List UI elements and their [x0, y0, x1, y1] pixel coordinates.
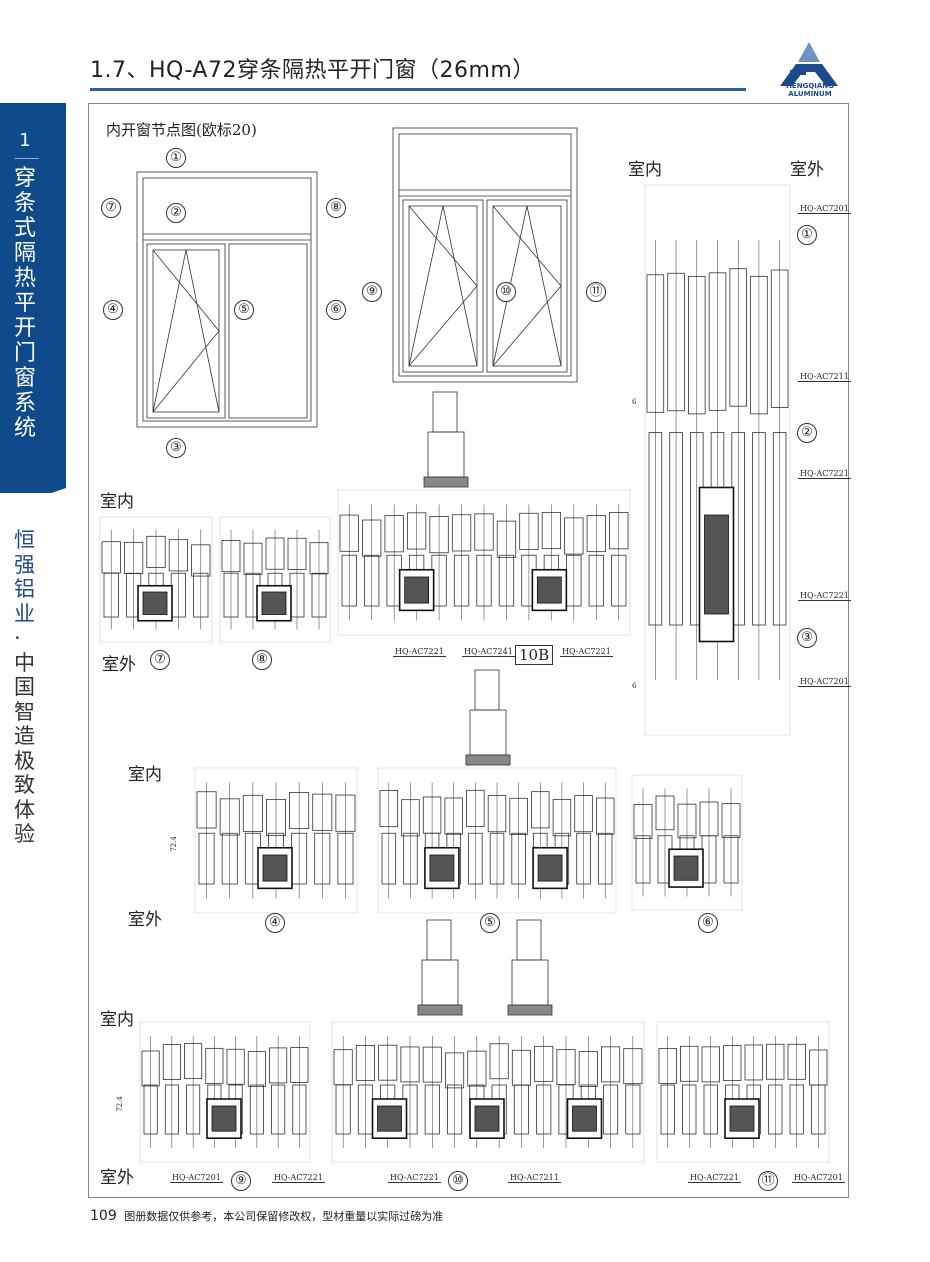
indoor-label: 室内 — [100, 492, 134, 512]
node-7-label: ⑦ — [150, 650, 170, 670]
window-elevation-2 — [392, 127, 578, 383]
node-3-label: ③ — [166, 438, 186, 458]
profile-code: HQ-AC7221 — [393, 647, 446, 657]
chapter-title: 穿条式隔热平开门窗系统 — [14, 166, 37, 441]
hengqiang-logo — [780, 42, 838, 86]
dimension-6: 6 — [632, 398, 637, 406]
profile-code: HQ-AC7221 — [388, 1173, 441, 1183]
section-5 — [377, 767, 617, 914]
outdoor-label: 室外 — [100, 1168, 134, 1188]
node-10-label: ⑩ — [496, 282, 516, 302]
section-vertical-1-2-3 — [644, 184, 791, 736]
page-number: 109 — [90, 1208, 117, 1224]
diagram-caption: 内开窗节点图(欧标20) — [106, 121, 257, 139]
brand-dot: · — [14, 626, 21, 650]
footer: 109 图册数据仅供参考，本公司保留修改权，型材重量以实际过磅为准 — [90, 1208, 443, 1224]
section-10b — [337, 489, 631, 636]
node-8-label: ⑧ — [252, 650, 272, 670]
dimension-72-4: 72.4 — [169, 836, 178, 852]
section-11 — [656, 1021, 830, 1163]
node-8-label: ⑧ — [326, 198, 346, 218]
node-4-label: ④ — [265, 913, 285, 933]
node-5-label: ⑤ — [480, 913, 500, 933]
window-elevation-1 — [136, 171, 318, 428]
profile-code: HQ-AC7221 — [560, 647, 613, 657]
node-4-label: ④ — [103, 300, 123, 320]
profile-code: HQ-AC7221 — [272, 1173, 325, 1183]
section-10 — [331, 1021, 645, 1163]
node-9-label: ⑨ — [362, 282, 382, 302]
node-9-label: ⑨ — [231, 1171, 251, 1191]
node-7-label: ⑦ — [101, 198, 121, 218]
node-1-label: ① — [797, 225, 817, 245]
profile-code: HQ-AC7241 — [462, 647, 515, 657]
section-6 — [631, 774, 743, 911]
handle-icon — [423, 391, 469, 488]
outdoor-label: 室外 — [790, 160, 824, 180]
profile-code: HQ-AC7201 — [170, 1173, 223, 1183]
dimension-6: 6 — [632, 682, 637, 690]
node-11-label: ⑪ — [758, 1171, 778, 1191]
indoor-label: 室内 — [128, 765, 162, 785]
footer-note: 图册数据仅供参考，本公司保留修改权，型材重量以实际过磅为准 — [124, 1210, 444, 1223]
section-7 — [99, 516, 213, 643]
node-10-label: ⑩ — [448, 1171, 468, 1191]
profile-code: HQ-AC7221 — [688, 1173, 741, 1183]
node-6-label: ⑥ — [698, 913, 718, 933]
slogan: 中国智造 极致体验 — [14, 650, 35, 847]
dimension-72-4: 72.4 — [115, 1096, 124, 1112]
node-11-label: ⑪ — [586, 282, 606, 302]
chapter-separator — [15, 158, 39, 159]
handle-icon — [417, 919, 463, 1016]
profile-code: HQ-AC7211 — [798, 372, 851, 382]
section-4 — [194, 767, 358, 914]
title-divider — [90, 88, 746, 91]
handle-icon — [465, 669, 511, 766]
node-2-label: ② — [797, 423, 817, 443]
profile-code: HQ-AC7201 — [798, 204, 851, 214]
node-6-label: ⑥ — [326, 300, 346, 320]
brand-name: 恒强铝业 — [14, 528, 35, 626]
chapter-tab — [0, 103, 66, 493]
profile-code: HQ-AC7201 — [798, 677, 851, 687]
drawing-frame — [88, 103, 849, 1198]
profile-code: HQ-AC7201 — [792, 1173, 845, 1183]
section-9 — [139, 1021, 311, 1163]
logo-text: HENGQIANG ALUMINUM — [786, 82, 834, 98]
section-8 — [219, 516, 331, 643]
node-2-label: ② — [166, 203, 186, 223]
node-1-label: ① — [166, 148, 186, 168]
profile-code: HQ-AC7221 — [798, 591, 851, 601]
profile-code: HQ-AC7221 — [798, 469, 851, 479]
profile-code: HQ-AC7211 — [508, 1173, 561, 1183]
node-10b-label: 10B — [515, 645, 554, 665]
outdoor-label: 室外 — [102, 655, 136, 675]
brand-slogan: 恒强铝业 · 中国智造 极致体验 — [14, 528, 40, 847]
handle-icon — [507, 919, 553, 1016]
outdoor-label: 室外 — [128, 910, 162, 930]
node-3-label: ③ — [797, 628, 817, 648]
indoor-label: 室内 — [100, 1010, 134, 1030]
chapter-number: 1 — [19, 130, 31, 151]
node-5-label: ⑤ — [234, 300, 254, 320]
page-title: 1.7、HQ-A72穿条隔热平开门窗（26mm） — [90, 58, 535, 83]
indoor-label: 室内 — [628, 160, 662, 180]
